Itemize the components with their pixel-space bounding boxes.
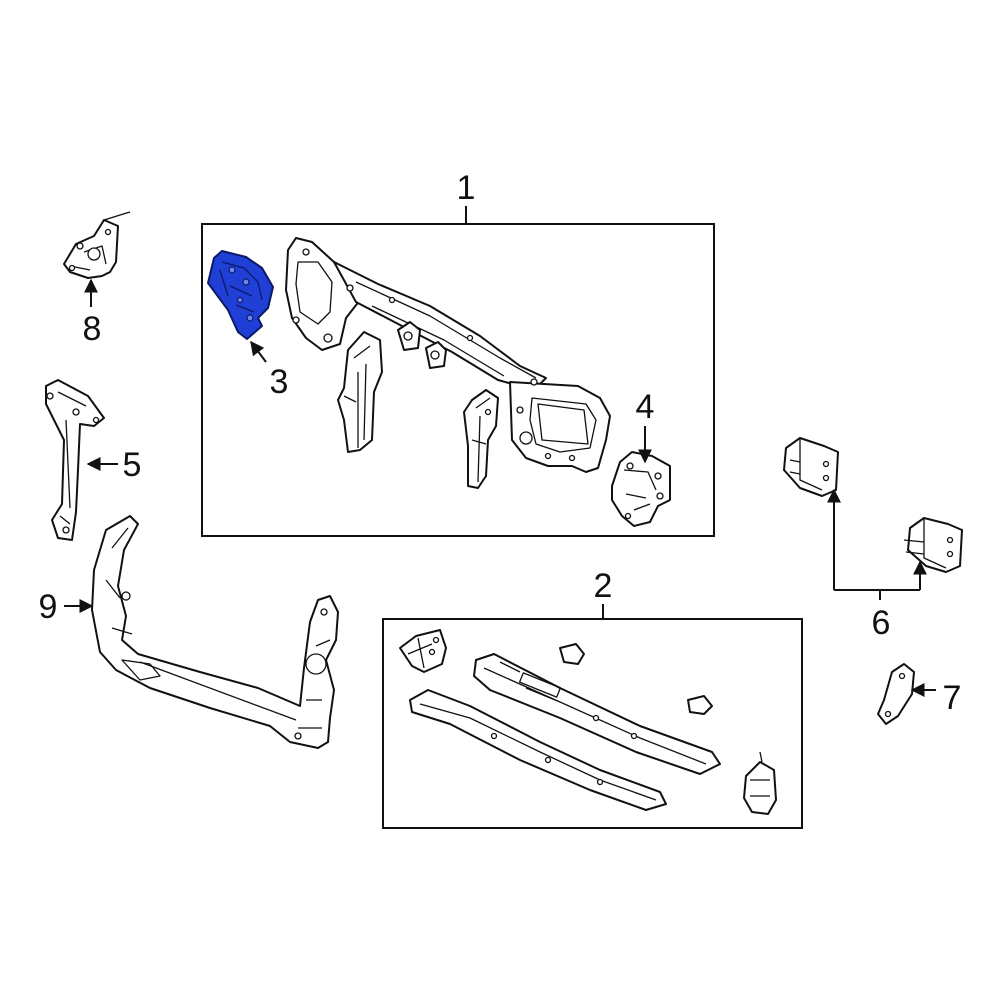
callout-7[interactable]: 7 (943, 679, 962, 717)
callout-2[interactable]: 2 (594, 567, 613, 605)
part-8-bracket[interactable] (63, 211, 131, 279)
part-7-bracket[interactable] (877, 663, 915, 725)
group-box-2 (382, 618, 803, 829)
callout-3[interactable]: 3 (270, 363, 289, 401)
callout-6[interactable]: 6 (872, 604, 891, 642)
group-2: 2 (382, 567, 803, 829)
callout-1[interactable]: 1 (457, 169, 476, 207)
callout-8[interactable]: 8 (83, 310, 102, 348)
part-9-lower-frame[interactable] (91, 515, 339, 749)
callout-9[interactable]: 9 (39, 588, 58, 626)
part-5-brace[interactable] (45, 379, 105, 541)
part-4-bracket[interactable] (611, 451, 671, 527)
part-1-radiator-support[interactable] (285, 237, 611, 489)
group-1: 1 (201, 169, 715, 537)
group-box-1 (201, 223, 715, 537)
callout-4[interactable]: 4 (636, 388, 655, 426)
callout-5[interactable]: 5 (123, 446, 142, 484)
part-6-brackets[interactable] (783, 437, 963, 573)
part-2-tie-bar-assembly[interactable] (399, 629, 777, 815)
part-3-bracket[interactable] (207, 250, 274, 340)
leader-arrow-3 (250, 340, 267, 363)
